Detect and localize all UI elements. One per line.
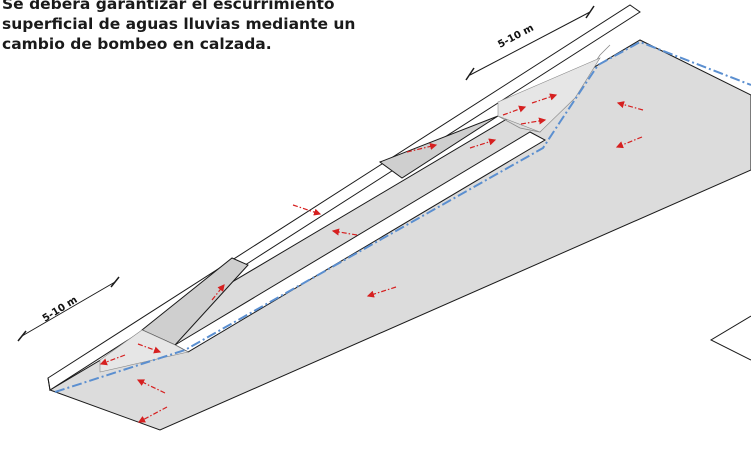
caption-line-1: Se deberá garantizar el escurrimiento	[2, 0, 335, 13]
flow-arrow	[366, 286, 397, 298]
caption-line-2: superficial de aguas lluvias mediante un	[2, 15, 356, 33]
flow-arrow	[99, 354, 126, 366]
flow-arrow	[136, 379, 166, 394]
upper-bay-wedge	[378, 115, 499, 179]
flow-arrow	[616, 101, 644, 111]
flow-arrow	[502, 105, 527, 116]
flow-arrow	[531, 93, 558, 104]
flow-arrow	[211, 284, 225, 301]
caption-text: Se deberá garantizar el escurrimiento su…	[2, 0, 394, 54]
lower-bay-fill	[99, 329, 189, 373]
curb-edge-line	[47, 377, 51, 391]
flow-arrow	[520, 117, 547, 125]
flow-arrow	[615, 136, 643, 149]
caption-line-3: cambio de bombeo en calzada.	[2, 35, 272, 53]
gutter-line	[54, 40, 751, 393]
top-dimension-label: 5-10 m	[496, 23, 536, 51]
flow-arrow	[406, 142, 438, 153]
bottom-dimension-label: 5-10 m	[41, 295, 80, 325]
bottom-dimension: 5-10 m	[17, 276, 120, 342]
flow-arrow	[292, 204, 322, 216]
road-surface	[48, 39, 751, 431]
flow-arrow	[469, 138, 497, 149]
flow-arrow	[331, 228, 358, 236]
partial-shape-right	[709, 315, 751, 361]
flow-arrows	[99, 93, 644, 423]
upper-bay-fill	[497, 57, 601, 133]
flow-arrow	[137, 343, 162, 354]
